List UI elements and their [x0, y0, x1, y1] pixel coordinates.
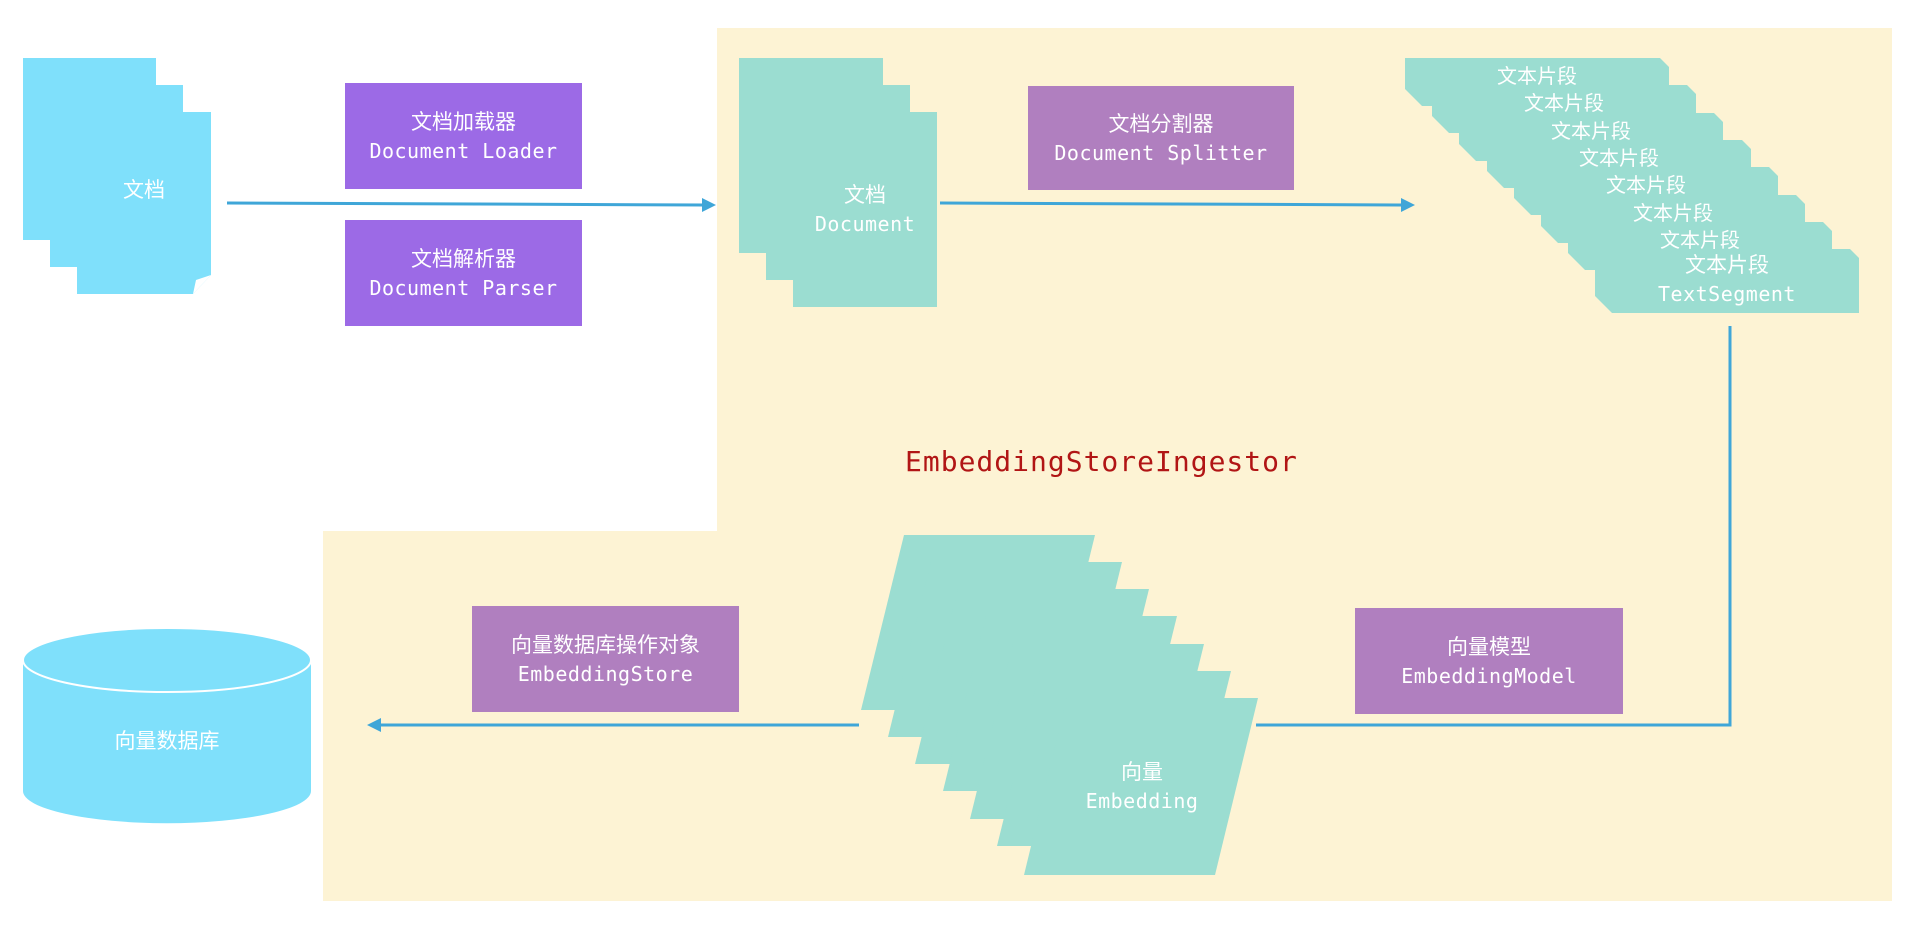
- embedding-store-en: EmbeddingStore: [517, 662, 694, 686]
- text-segment-label: 文本片段: [1606, 173, 1686, 197]
- arrow-head-segments: [1401, 198, 1415, 212]
- document-splitter-en: Document Splitter: [1054, 141, 1268, 165]
- document-parser-en: Document Parser: [369, 276, 558, 300]
- embedding-model-cn: 向量模型: [1447, 635, 1531, 659]
- arrow-head-document: [702, 198, 716, 212]
- document-parser-box: 文档解析器 Document Parser: [345, 220, 582, 326]
- connector-segments-to-model: [1256, 326, 1732, 727]
- document-parser-cn: 文档解析器: [411, 247, 516, 271]
- text-segment-en: TextSegment: [1658, 282, 1796, 306]
- arrow-loader-to-document: [226, 201, 705, 207]
- embedding-model-box: 向量模型 EmbeddingModel: [1355, 608, 1623, 714]
- source-document-label: 文档: [123, 178, 165, 202]
- ingestor-title: EmbeddingStoreIngestor: [905, 445, 1298, 478]
- embedding-store-cn: 向量数据库操作对象: [511, 633, 700, 657]
- text-segment-label: 文本片段: [1551, 119, 1631, 143]
- document-loader-cn: 文档加载器: [411, 110, 516, 134]
- text-segment-label: 文本片段: [1660, 228, 1740, 252]
- text-segment-label: 文本片段: [1524, 91, 1604, 115]
- embedding-en: Embedding: [1085, 789, 1199, 813]
- text-segment-cn: 文本片段: [1685, 253, 1769, 277]
- embedding-model-en: EmbeddingModel: [1401, 664, 1577, 688]
- text-segment-label: 文本片段: [1633, 201, 1713, 225]
- text-segment-label: 文本片段: [1579, 146, 1659, 170]
- document-en: Document: [814, 212, 916, 236]
- document-loader-box: 文档加载器 Document Loader: [345, 83, 582, 189]
- document-cn: 文档: [844, 183, 886, 207]
- embedding-cn: 向量: [1121, 760, 1163, 784]
- embedding-store-box: 向量数据库操作对象 EmbeddingStore: [472, 606, 739, 712]
- embedding-label: 向量 Embedding: [1060, 757, 1224, 815]
- arrow-head-database: [367, 718, 381, 732]
- text-segment-front-label: 文本片段 TextSegment: [1595, 250, 1859, 308]
- document-page: [793, 112, 937, 307]
- arrow-document-to-segments: [939, 201, 1403, 207]
- document-loader-en: Document Loader: [369, 139, 558, 163]
- vector-database-label: 向量数据库: [114, 729, 220, 753]
- document-splitter-box: 文档分割器 Document Splitter: [1028, 86, 1294, 190]
- document-label: 文档 Document: [793, 180, 937, 238]
- document-splitter-cn: 文档分割器: [1108, 112, 1214, 136]
- text-segment-label: 文本片段: [1497, 64, 1577, 88]
